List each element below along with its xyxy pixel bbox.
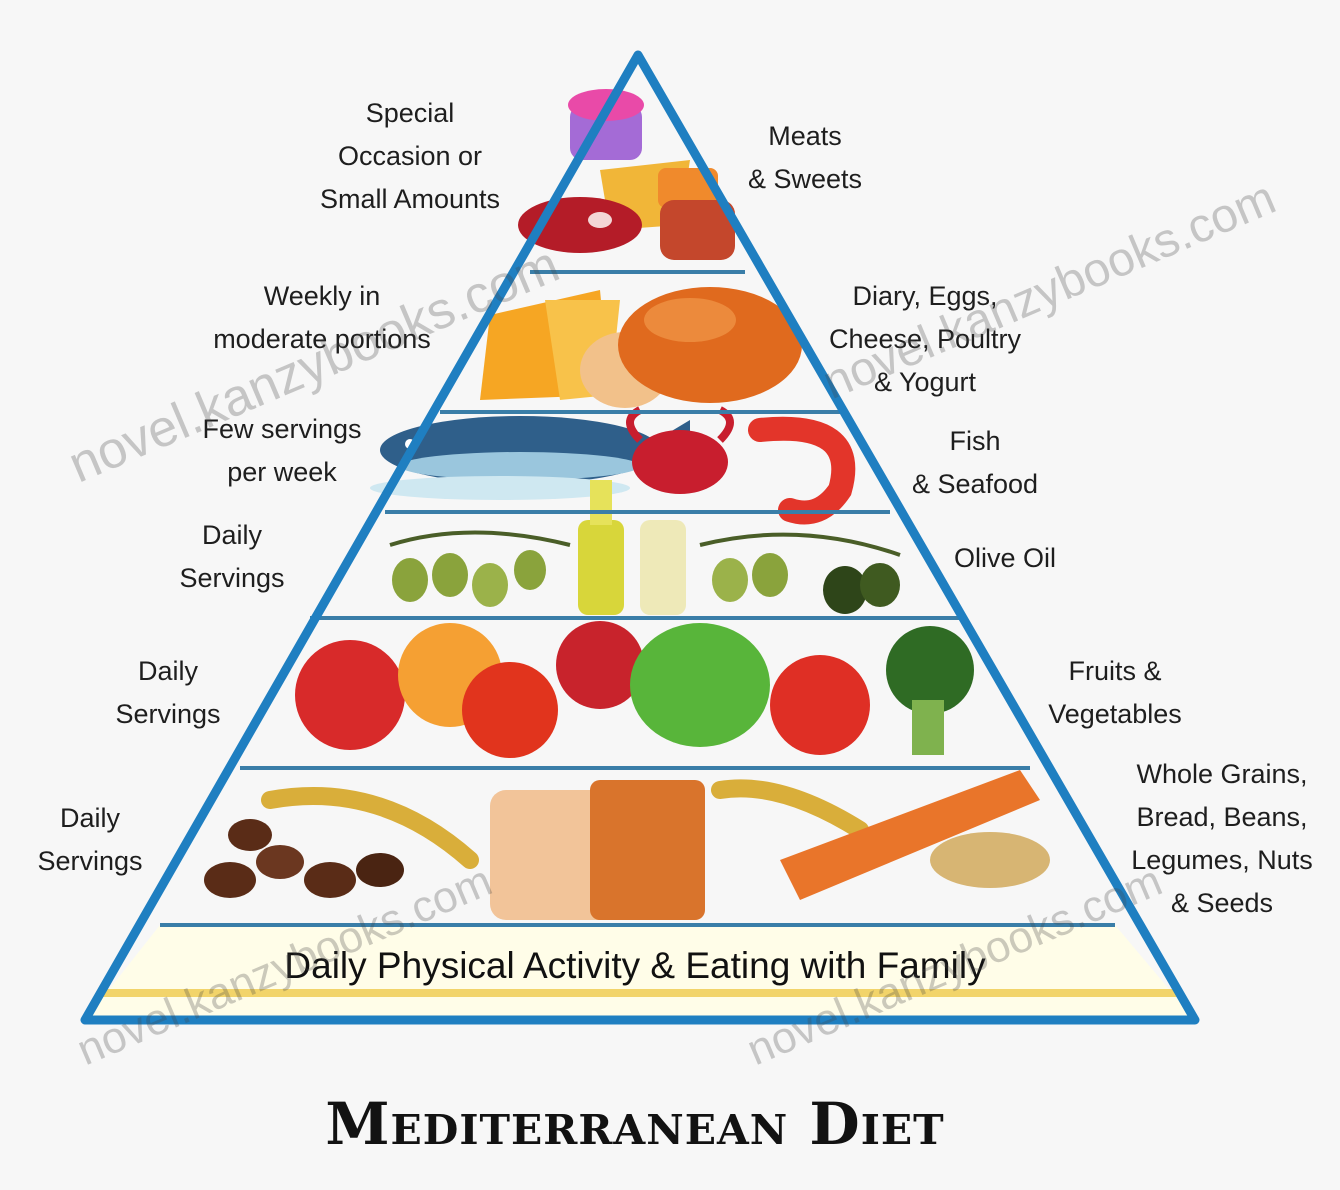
tier-5-right-label: Fruits & Vegetables [1048, 650, 1182, 736]
lettuce-icon [630, 623, 770, 747]
shrimp-icon [760, 429, 843, 513]
tier-1-right-label: Meats & Sweets [748, 115, 862, 201]
tier-fruits-vegetables-food [295, 621, 974, 758]
beans-icon [930, 832, 1050, 888]
tier-4-left-label: Daily Servings [179, 514, 284, 600]
olive-branch-icon [390, 533, 570, 608]
tier-4-right-label: Olive Oil [954, 537, 1056, 580]
chicken-icon [618, 287, 802, 403]
olive-oil-bottle-icon [578, 480, 686, 615]
olive-branch-right-icon [700, 535, 900, 614]
bread-icon [490, 780, 705, 920]
tier-6-left-label: Daily Servings [37, 797, 142, 883]
tier-grains-food [204, 770, 1050, 920]
diagram-title: Mediterranean Diet [325, 1090, 944, 1158]
crab-icon [630, 410, 730, 494]
apple-icon [295, 640, 405, 750]
title-text: Mediterranean Diet [325, 1090, 944, 1158]
tomato-2-icon [770, 655, 870, 755]
nuts-icon [204, 819, 404, 898]
apple-2-icon [556, 621, 644, 709]
tier-3-right-label: Fish & Seafood [912, 420, 1038, 506]
tomato-icon [462, 662, 558, 758]
tier-1-left-label: Special Occasion or Small Amounts [320, 92, 500, 221]
broccoli-icon [886, 626, 974, 755]
tier-5-left-label: Daily Servings [115, 650, 220, 736]
